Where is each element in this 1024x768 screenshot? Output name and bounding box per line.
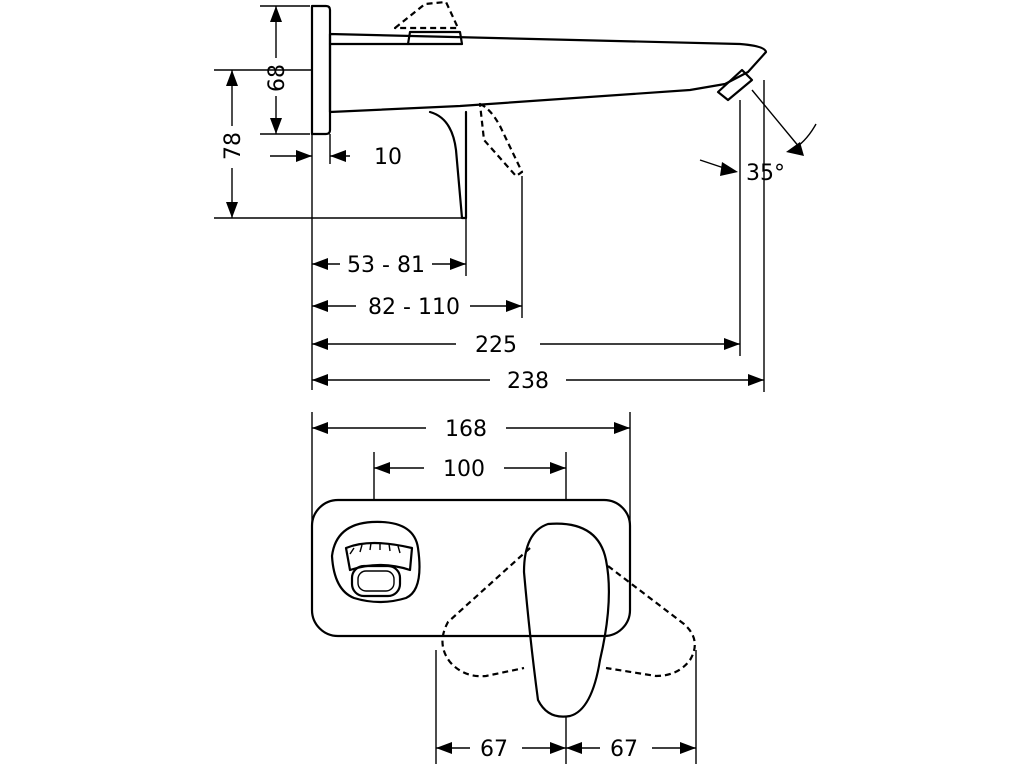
dim-67-left-label: 67 xyxy=(480,737,508,762)
dim-53-81: 53 - 81 xyxy=(312,253,466,278)
dim-68: 68 xyxy=(265,6,290,134)
dim-35-label: 35° xyxy=(746,161,785,186)
dim-168-label: 168 xyxy=(445,417,487,442)
dim-82-110-label: 82 - 110 xyxy=(368,295,460,320)
handle-top xyxy=(406,30,464,46)
dim-238-label: 238 xyxy=(507,369,549,394)
spout-body xyxy=(328,32,768,114)
dim-100-label: 100 xyxy=(443,457,485,482)
dim-10: 10 xyxy=(270,145,402,170)
dim-225: 225 xyxy=(312,333,740,358)
dim-67-left: 67 xyxy=(436,737,566,762)
dim-78-label: 78 xyxy=(221,132,246,160)
front-lever-alt-left xyxy=(441,547,531,678)
lever xyxy=(428,110,468,220)
dim-53-81-label: 53 - 81 xyxy=(347,253,425,278)
dim-35-deg: 35° xyxy=(699,89,817,186)
lever-alt xyxy=(478,102,524,178)
front-view: 168 100 xyxy=(310,412,697,764)
dim-168: 168 xyxy=(312,417,630,442)
dim-225-label: 225 xyxy=(475,333,517,358)
aerator xyxy=(716,68,754,102)
dim-67-right-label: 67 xyxy=(610,737,638,762)
dim-100: 100 xyxy=(374,457,566,482)
handle-top-alt xyxy=(393,0,460,30)
spout-outlet xyxy=(330,520,421,604)
wall-plate xyxy=(310,4,332,136)
dim-78: 78 xyxy=(221,70,246,218)
dim-68-label: 68 xyxy=(265,64,290,92)
dim-67-right: 67 xyxy=(566,737,696,762)
side-view: 68 78 10 35° xyxy=(214,0,817,394)
dim-238: 238 xyxy=(312,369,764,394)
dim-10-label: 10 xyxy=(374,145,402,170)
aerator-front xyxy=(350,564,402,598)
front-wall-plate xyxy=(310,498,632,638)
dim-82-110: 82 - 110 xyxy=(312,295,522,320)
front-lever-alt-right xyxy=(605,565,696,678)
front-lever xyxy=(522,522,611,718)
